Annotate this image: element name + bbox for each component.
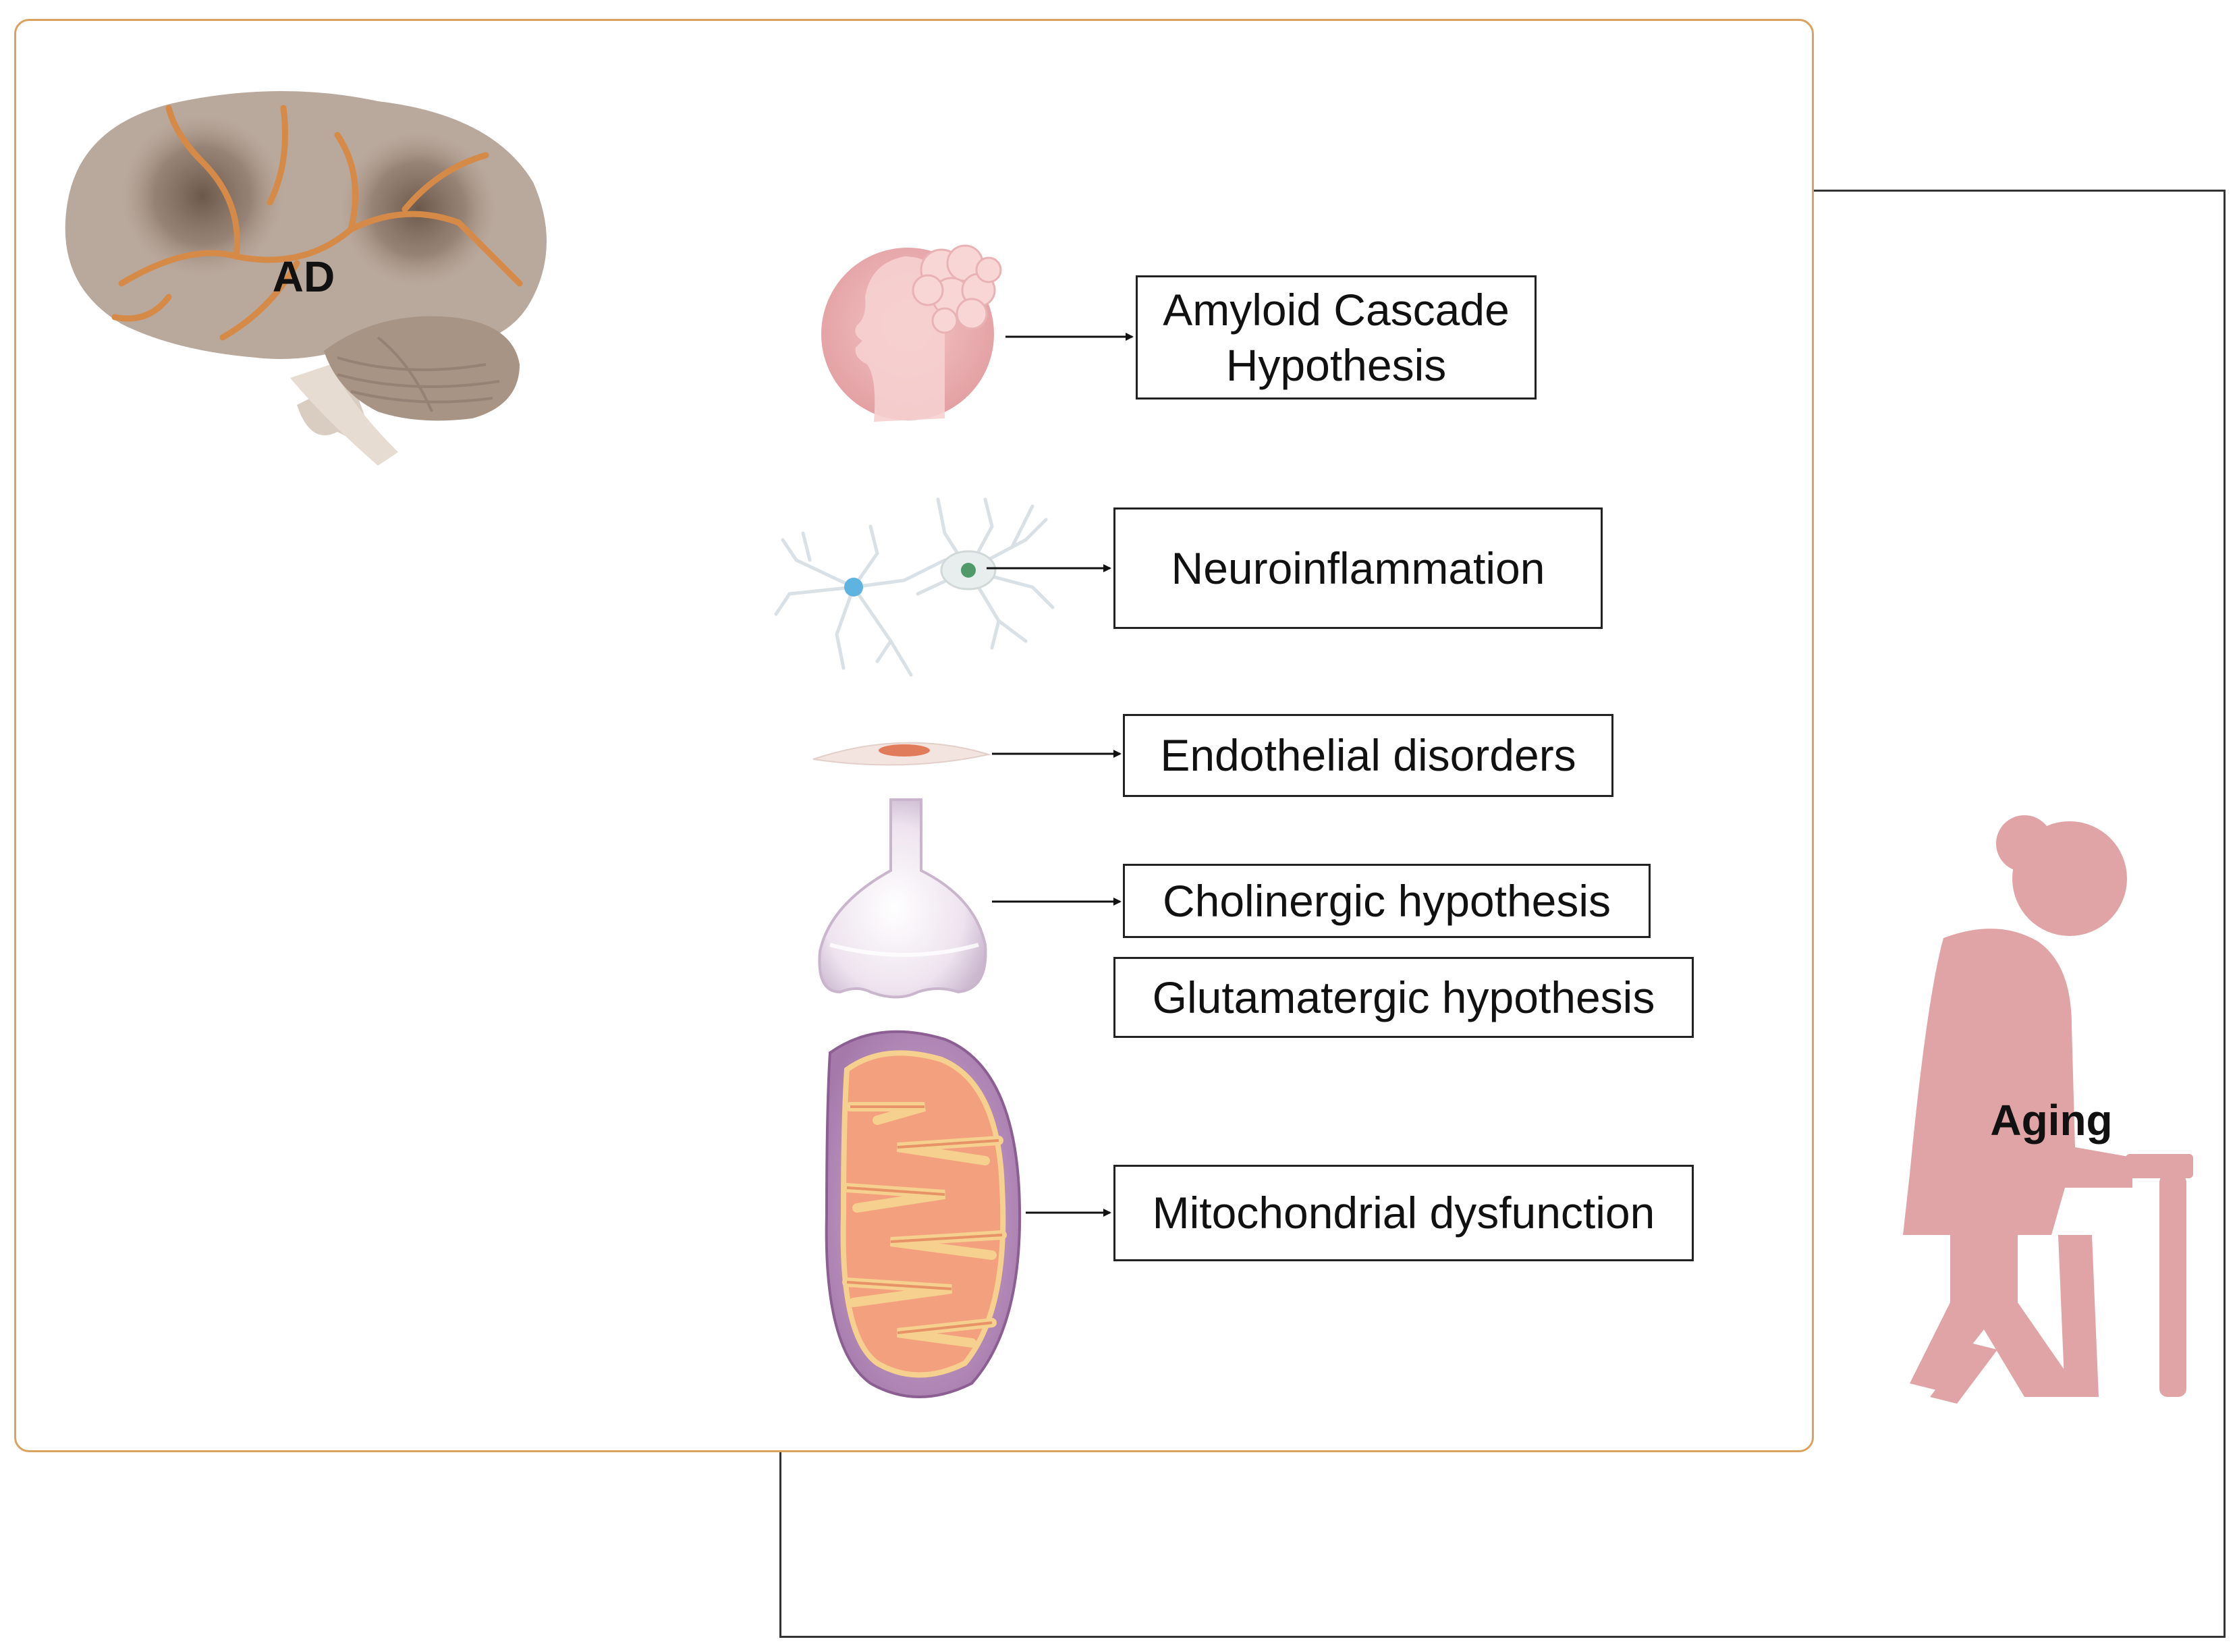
- brain-label: AD: [272, 252, 335, 301]
- box-neuroinflammation: Neuroinflammation: [1113, 507, 1603, 629]
- box-amyloid-cascade-hypothesis: Amyloid Cascade Hypothesis: [1136, 275, 1537, 400]
- mitochondrion-icon: [825, 1030, 1022, 1398]
- endothelial-cell-icon: [812, 742, 991, 766]
- astrocyte-nucleus-icon: [961, 563, 976, 578]
- elderly-person-icon: [1903, 815, 2193, 1404]
- box-glutamatergic-hypothesis: Glutamatergic hypothesis: [1113, 957, 1694, 1038]
- head-plaque-icon: [821, 244, 1002, 422]
- brain-icon: [65, 91, 547, 466]
- synapse-icon: [818, 798, 987, 999]
- aging-label: Aging: [1990, 1096, 2113, 1145]
- box-endothelial-disorders: Endothelial disorders: [1123, 714, 1613, 797]
- box-mitochondrial-dysfunction: Mitochondrial dysfunction: [1113, 1165, 1694, 1261]
- box-cholinergic-hypothesis: Cholinergic hypothesis: [1123, 864, 1651, 938]
- glial-cells-icon: [774, 497, 1055, 677]
- microglia-nucleus-icon: [844, 578, 863, 597]
